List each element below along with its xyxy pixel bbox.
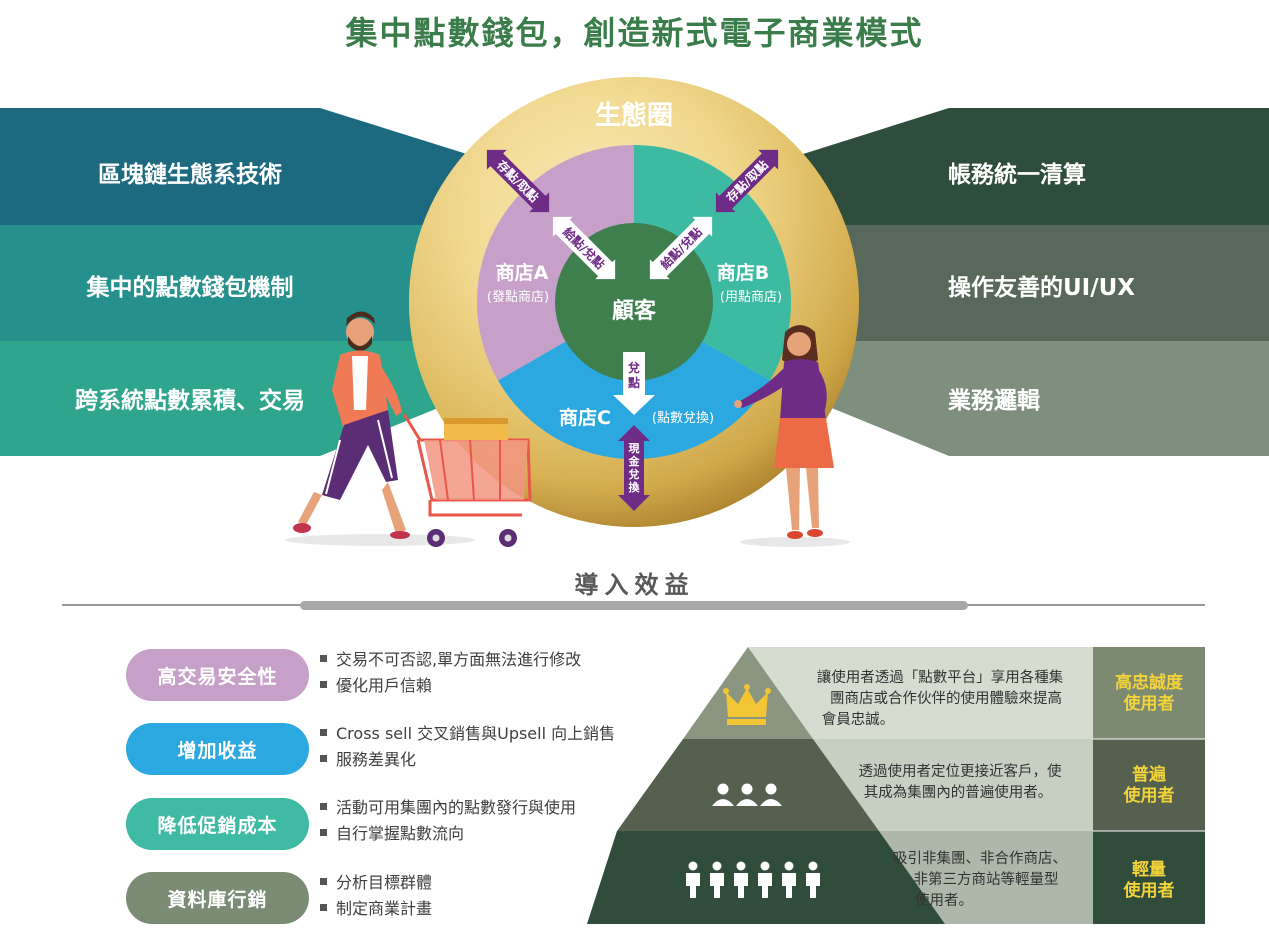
left-band-label-1: 區塊鏈生態系技術: [98, 162, 282, 188]
bullet-item: 自行掌握點數流向: [320, 821, 576, 847]
tier-box-high: [1093, 647, 1205, 739]
cash-label-4: 換: [629, 480, 641, 494]
shopper-man-illustration: [285, 311, 532, 547]
three-people-icon: [712, 783, 782, 806]
store-a-note: (發點商店): [487, 290, 549, 305]
left-band-2: [0, 225, 460, 341]
woman-illustration: [734, 325, 850, 547]
person-body: [710, 873, 724, 898]
tier-desc-high-3: 會員忠誠。: [822, 711, 895, 728]
cash-label-3: 兌: [629, 467, 640, 481]
benefit-pill-promo-cost: 降低促銷成本: [126, 798, 309, 850]
person-body: [806, 873, 820, 898]
benefit-pill-security: 高交易安全性: [126, 649, 309, 701]
benefit-bullets-security: 交易不可否認,單方面無法進行修改 優化用戶信賴: [320, 647, 581, 699]
bullet-item: 分析目標群體: [320, 870, 432, 896]
left-band-label-2: 集中的點數錢包機制: [86, 275, 294, 301]
bullet-item: Cross sell 交叉銷售與Upsell 向上銷售: [320, 721, 615, 747]
right-band-label-3: 業務邏輯: [948, 388, 1040, 414]
bullet-item: 優化用戶信賴: [320, 673, 581, 699]
benefit-bullets-promo-cost: 活動可用集團內的點數發行與使用 自行掌握點數流向: [320, 795, 576, 847]
tier-desc-high-1: 讓使用者透過「點數平台」享用各種集: [817, 668, 1064, 686]
tier-desc-mid-1: 透過使用者定位更接近客戶，使: [859, 763, 1062, 780]
tier-desc-mid-2: 其成為集團內的普遍使用者。: [864, 784, 1053, 801]
pyramid-desc-bg-mid: [813, 739, 1093, 831]
pyramid-desc-bg-bot: [879, 831, 1093, 924]
customer-label: 顧客: [612, 298, 657, 324]
person-body: [734, 873, 748, 898]
ecosystem-diagram: 存點/取點 存點/取點 給點/兌點 給點/兌點 兌 點 現 金 兌 換 生態圈 …: [0, 77, 1269, 547]
tier-label-mid-1: 普遍: [1132, 764, 1167, 785]
store-b-name: 商店B: [717, 261, 769, 284]
redeem-label-1: 兌: [628, 360, 640, 375]
tier-label-light-1: 輕量: [1132, 859, 1166, 880]
left-band-1: [0, 108, 470, 225]
right-band-1: [800, 108, 1269, 225]
right-band-3: [800, 341, 1269, 456]
tier-label-light-2: 使用者: [1123, 880, 1175, 901]
pyramid-desc-bg-top: [748, 647, 1093, 739]
person-head: [808, 861, 818, 871]
right-band-label-1: 帳務統一清算: [948, 162, 1086, 188]
benefits-title: 導入效益: [574, 571, 695, 599]
store-c-name: 商店C: [559, 406, 611, 429]
tier-desc-light-1: 吸引非集團、非合作商店、: [893, 850, 1067, 867]
tier-label-high-2: 使用者: [1123, 693, 1175, 714]
benefit-bullets-database-marketing: 分析目標群體 制定商業計畫: [320, 870, 432, 922]
tier-desc-light-2: 非第三方商站等輕量型: [914, 870, 1059, 888]
benefit-pill-database-marketing: 資料庫行銷: [126, 872, 309, 924]
bullet-item: 制定商業計畫: [320, 896, 432, 922]
person-head: [688, 861, 698, 871]
crown-icon: [723, 684, 771, 725]
left-band-label-3: 跨系統點數累積、交易: [75, 388, 305, 414]
person-head: [712, 861, 722, 871]
benefit-bullets-revenue: Cross sell 交叉銷售與Upsell 向上銷售 服務差異化: [320, 721, 615, 773]
tier-box-mid: [1093, 739, 1205, 831]
tier-box-light: [1093, 831, 1205, 924]
person-head: [784, 861, 794, 871]
person-body: [782, 873, 796, 898]
cash-label-1: 現: [629, 442, 640, 455]
person-body: [686, 873, 700, 898]
six-people-icon: [686, 861, 820, 898]
bullet-item: 交易不可否認,單方面無法進行修改: [320, 647, 581, 673]
bullet-item: 活動可用集團內的點數發行與使用: [320, 795, 576, 821]
bullet-item: 服務差異化: [320, 747, 615, 773]
store-a-name: 商店A: [496, 261, 549, 284]
tier-desc-high-2: 團商店或合作伙伴的使用體驗來提高: [830, 690, 1062, 707]
tier-label-mid-2: 使用者: [1123, 785, 1175, 806]
right-band-2: [810, 225, 1269, 341]
page-title: 集中點數錢包，創造新式電子商業模式: [345, 14, 924, 52]
benefit-pill-revenue: 增加收益: [126, 723, 309, 775]
person-head: [736, 861, 746, 871]
right-band-label-2: 操作友善的UI/UX: [948, 275, 1136, 301]
divider-bar: [300, 601, 968, 610]
redeem-label-2: 點: [628, 375, 640, 390]
cash-label-2: 金: [628, 454, 641, 468]
user-pyramid: 讓使用者透過「點數平台」享用各種集 團商店或合作伙伴的使用體驗來提高 會員忠誠。…: [587, 647, 1205, 924]
store-c-note: (點數兌換): [652, 411, 714, 426]
store-b-note: (用點商店): [720, 290, 782, 305]
tier-label-high-1: 高忠誠度: [1115, 672, 1184, 693]
cash-exchange-arrow: 現 金 兌 換: [618, 425, 650, 511]
person-head: [760, 861, 770, 871]
person-body: [758, 873, 772, 898]
tier-desc-light-3: 使用者。: [915, 892, 973, 909]
redeem-down-arrow: 兌 點: [613, 352, 655, 415]
ecosystem-label: 生態圈: [595, 100, 673, 131]
